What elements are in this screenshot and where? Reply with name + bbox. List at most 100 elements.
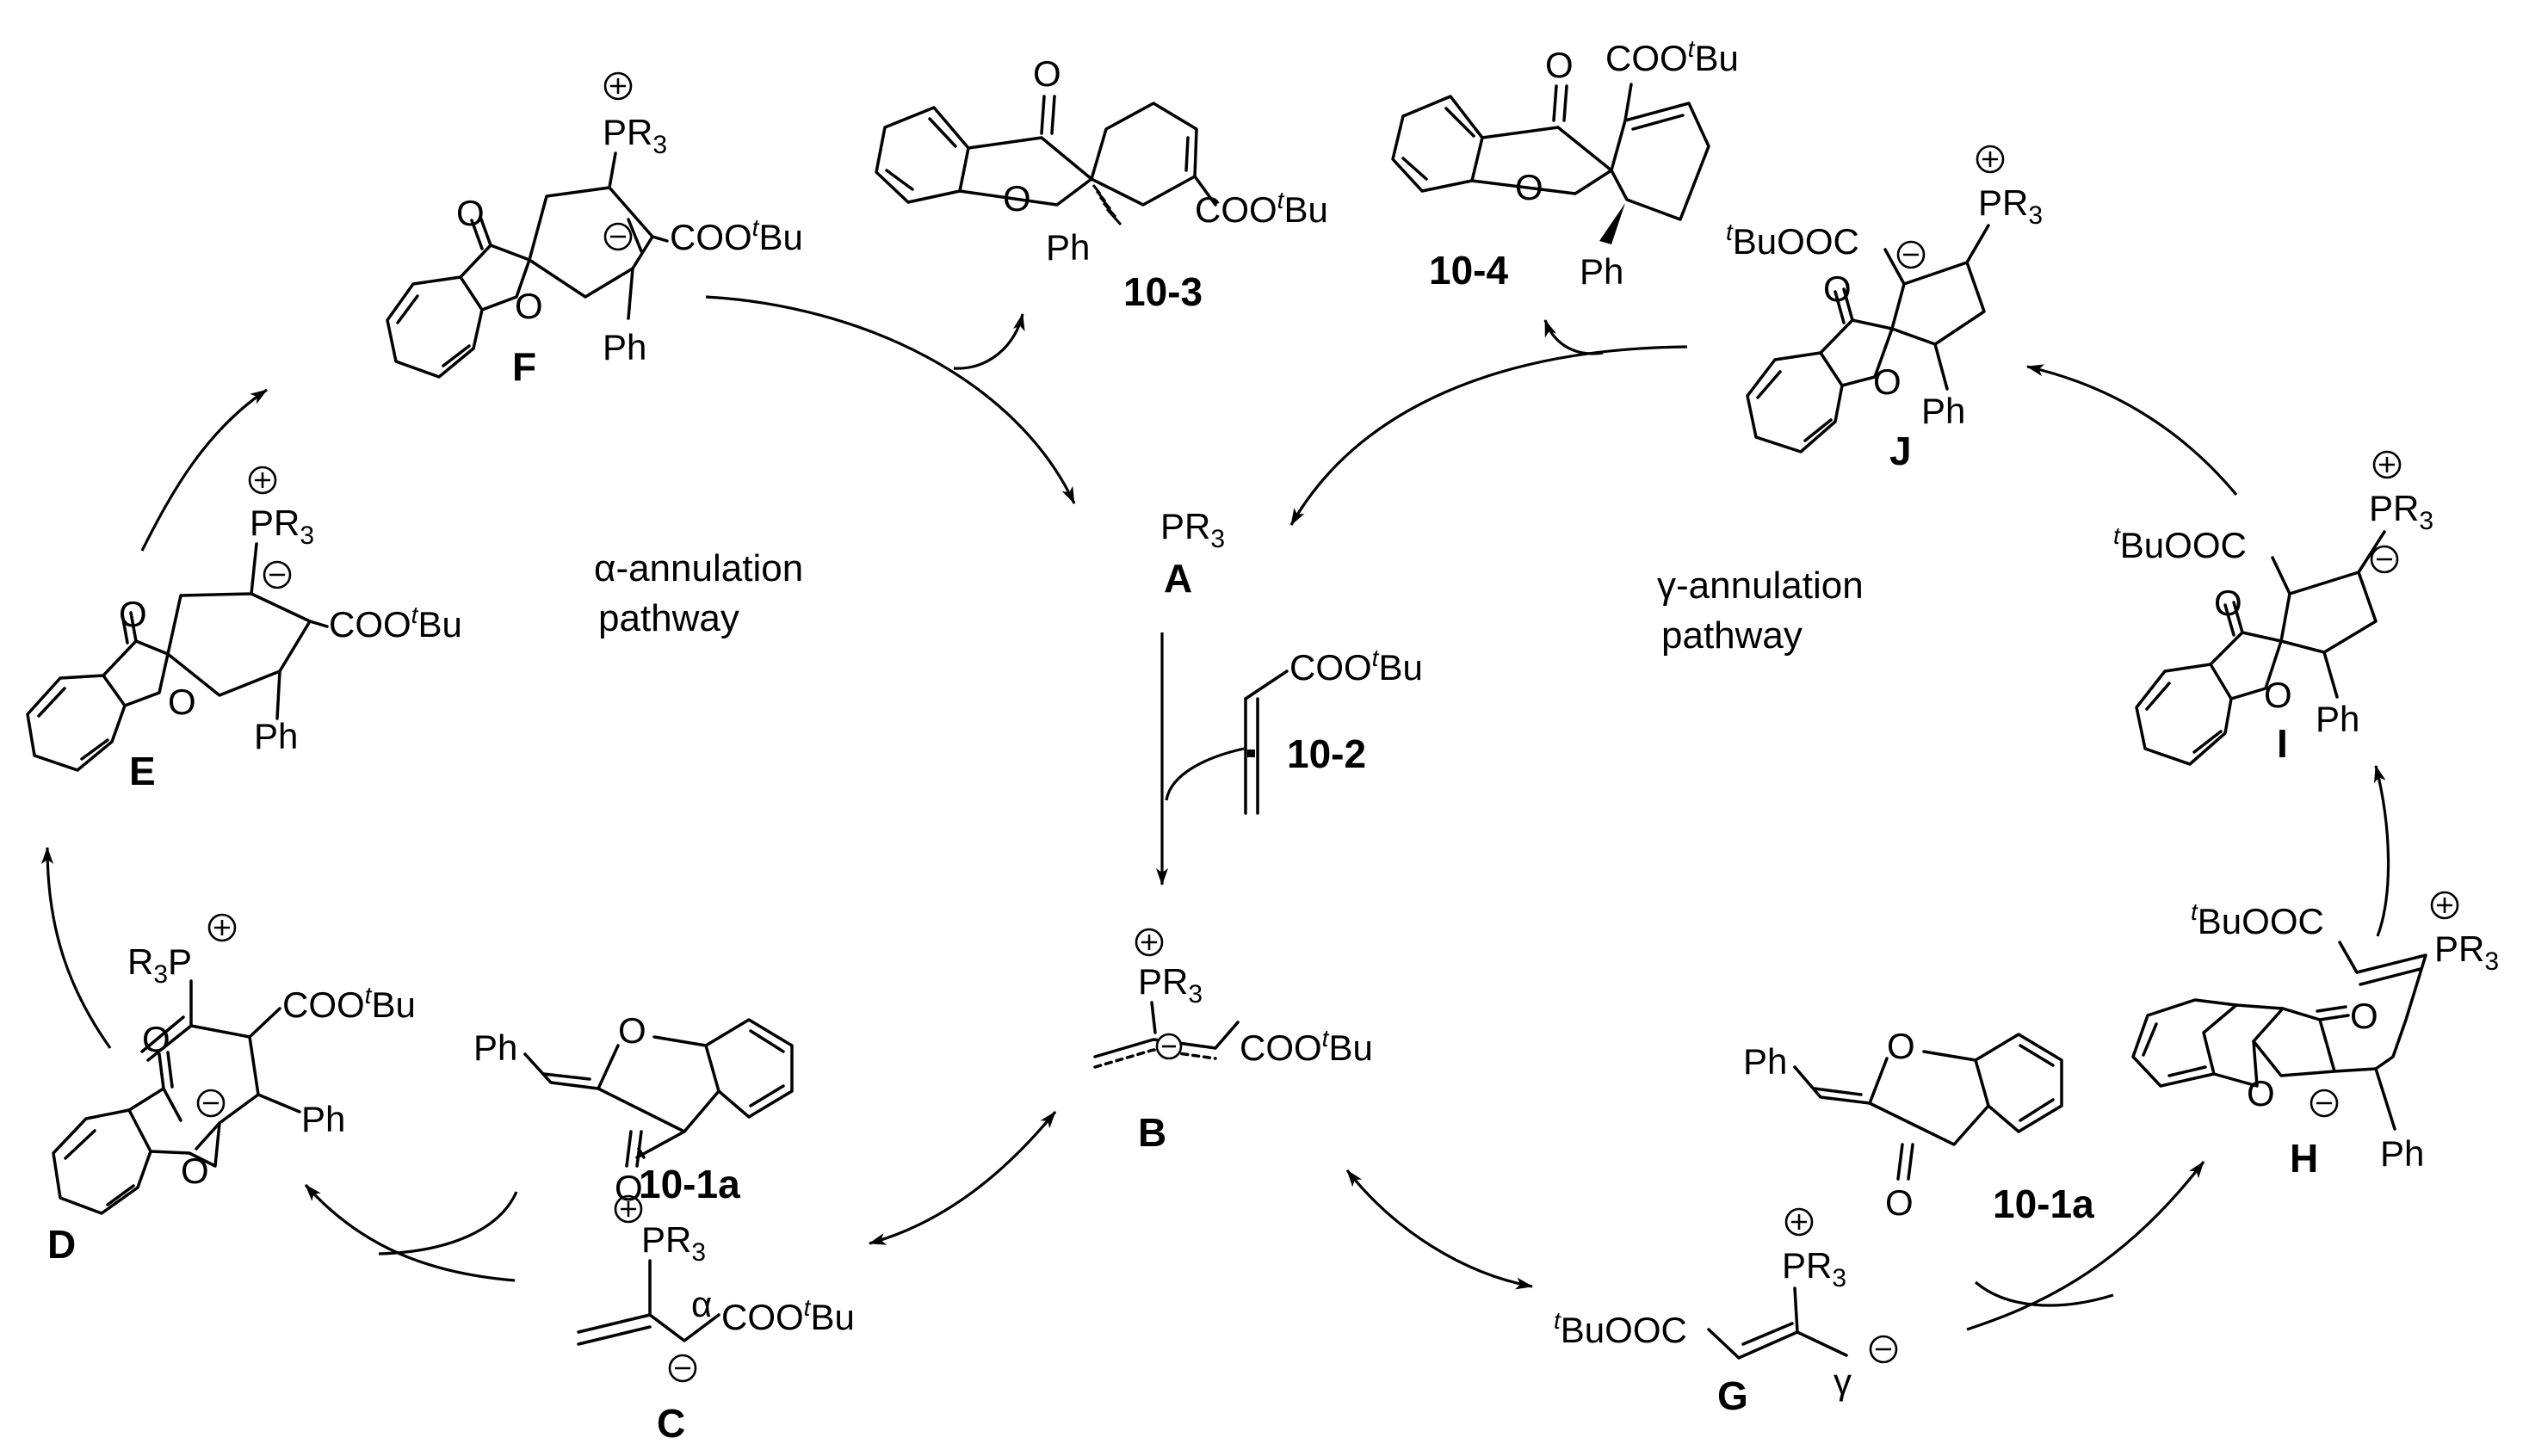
svg-text:O: O: [142, 1019, 170, 1059]
svg-text:O: O: [181, 1151, 209, 1191]
label-j: J: [1889, 429, 1912, 473]
svg-text:tBuOOC: tBuOOC: [2113, 522, 2247, 565]
svg-text:O: O: [1885, 1182, 1914, 1223]
svg-text:COOtBu: COOtBu: [721, 1294, 855, 1337]
label-i: I: [2277, 721, 2288, 766]
svg-text:O: O: [2350, 996, 2378, 1036]
svg-text:PR3: PR3: [250, 503, 314, 550]
svg-text:O: O: [1003, 178, 1031, 219]
svg-text:O: O: [456, 193, 485, 233]
gamma-symbol: γ: [1834, 1361, 1852, 1402]
svg-text:O: O: [618, 1010, 646, 1051]
label-10-1a-left: 10-1a: [639, 1162, 740, 1206]
arrow-i-to-j: [2026, 364, 2238, 497]
svg-text:Ph: Ph: [301, 1099, 345, 1139]
svg-text:PR3: PR3: [2434, 929, 2499, 976]
svg-text:PR3: PR3: [603, 112, 667, 159]
svg-text:O: O: [168, 682, 196, 722]
plus-charge-icon: [1135, 928, 1164, 957]
svg-text:PR3: PR3: [1978, 182, 2043, 230]
svg-text:COOtBu: COOtBu: [1605, 35, 1739, 78]
svg-text:COOtBu: COOtBu: [329, 602, 462, 645]
alpha-symbol: α: [691, 1284, 712, 1324]
svg-text:COOtBu: COOtBu: [670, 214, 803, 257]
plus-charge-icon: [2430, 891, 2459, 920]
arrow-g-to-h: [1966, 1161, 2205, 1331]
plus-charge-icon: [1784, 1207, 1814, 1237]
svg-text:O: O: [2247, 1073, 2275, 1114]
species-f: PR3 COOtBu Ph O O F: [386, 71, 803, 389]
svg-text:PR3: PR3: [641, 1219, 706, 1267]
svg-text:PR3: PR3: [2369, 488, 2433, 535]
arrow-release-10-4: [1543, 319, 1604, 355]
svg-text:R3P: R3P: [127, 941, 192, 989]
label-h: H: [2290, 1136, 2318, 1181]
svg-text:Ph: Ph: [603, 327, 646, 367]
arrow-e-to-f: [140, 388, 268, 552]
label-d: D: [47, 1222, 76, 1267]
arrow-f-to-a: [705, 295, 1076, 504]
svg-text:Ph: Ph: [2380, 1133, 2424, 1174]
arrow-release-10-3: [953, 313, 1025, 370]
plus-charge-icon: [603, 71, 633, 101]
plus-charge-icon: [248, 466, 277, 495]
minus-charge-icon: [263, 560, 292, 589]
svg-text:COOtBu: COOtBu: [1289, 645, 1423, 688]
svg-text:O: O: [1033, 53, 1061, 94]
svg-text:tBuOOC: tBuOOC: [1726, 219, 1859, 262]
svg-text:Ph: Ph: [1580, 251, 1623, 292]
label-b: B: [1138, 1110, 1166, 1155]
label-10-1a-right: 10-1a: [1993, 1181, 2094, 1226]
svg-text:O: O: [119, 594, 147, 634]
svg-text:O: O: [1887, 1026, 1915, 1066]
species-b: PR3 COOtBu B: [1093, 928, 1373, 1155]
gamma-caption-line1: γ-annulation: [1657, 565, 1864, 607]
minus-charge-icon: [1155, 1033, 1183, 1060]
svg-text:O: O: [2264, 675, 2292, 715]
alpha-caption-line2: pathway: [598, 597, 739, 639]
svg-text:O: O: [1515, 167, 1543, 207]
minus-charge-icon: [196, 1089, 226, 1118]
species-d: R3P COOtBu Ph O O D: [47, 913, 416, 1267]
arrow-d-to-e: [41, 847, 112, 1049]
svg-text:O: O: [1545, 45, 1574, 85]
minus-charge-icon: [1896, 240, 1926, 269]
gamma-caption-line2: pathway: [1661, 614, 1803, 657]
svg-text:O: O: [1873, 361, 1902, 402]
minus-charge-icon: [1869, 1335, 1898, 1364]
label-10-3: 10-3: [1123, 269, 1203, 314]
plus-charge-icon: [207, 913, 237, 942]
plus-charge-icon: [1976, 145, 2005, 174]
svg-text:PR3: PR3: [1160, 506, 1225, 553]
svg-text:O: O: [2214, 583, 2242, 623]
arrow-b-c-equilibrium: [869, 1110, 1057, 1245]
svg-text:O: O: [1823, 268, 1852, 309]
species-i: PR3 tBuOOC Ph O O I: [2113, 450, 2433, 766]
svg-text:O: O: [515, 286, 543, 326]
svg-text:Ph: Ph: [1743, 1041, 1787, 1082]
svg-text:Ph: Ph: [2316, 699, 2359, 739]
species-j: PR3 tBuOOC Ph O O J: [1726, 145, 2043, 473]
svg-text:O: O: [615, 1168, 643, 1208]
arrow-10-1a-addition-left: [378, 1191, 518, 1255]
species-a: PR3 A: [1160, 506, 1225, 601]
plus-charge-icon: [2372, 450, 2402, 479]
label-c: C: [657, 1401, 685, 1446]
svg-text:Ph: Ph: [473, 1027, 517, 1068]
arrow-j-to-a: [1289, 345, 1688, 526]
species-g: PR3 tBuOOC γ G: [1554, 1207, 1898, 1418]
arrow-10-2-addition: [1165, 747, 1245, 801]
alpha-pathway-caption: α-annulation pathway: [594, 547, 803, 639]
plus-charge-icon: [614, 1194, 643, 1224]
label-10-4: 10-4: [1429, 248, 1508, 293]
compound-10-3: O O COOtBu Ph 10-3: [875, 53, 1328, 314]
arrow-h-to-i: [2373, 765, 2390, 937]
label-f: F: [512, 344, 536, 389]
label-a: A: [1164, 556, 1192, 601]
arrow-b-g-equilibrium: [1345, 1169, 1533, 1290]
svg-text:COOtBu: COOtBu: [1195, 187, 1328, 230]
compound-10-1a-left: Ph O O 10-1a: [473, 1010, 794, 1208]
svg-text:tBuOOC: tBuOOC: [2191, 898, 2324, 941]
compound-10-4: O COOtBu O Ph 10-4: [1391, 35, 1739, 293]
